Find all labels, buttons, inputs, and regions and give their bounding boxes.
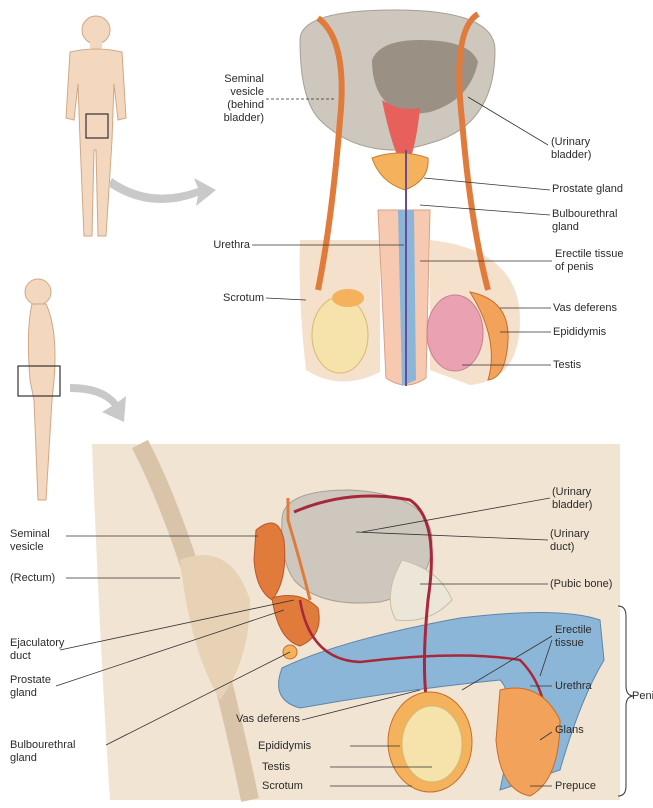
arrow-top (108, 178, 216, 206)
label-prostate-gland-side: Prostate gland (10, 674, 51, 700)
arrow-side (70, 384, 126, 422)
label-epididymis-top: Epididymis (553, 326, 606, 339)
label-urethra-top: Urethra (196, 239, 250, 252)
label-penis: Penis (632, 690, 653, 703)
label-glans: Glans (555, 724, 584, 737)
label-vas-deferens-side: Vas deferens (196, 713, 300, 726)
label-vas-deferens-top: Vas deferens (553, 302, 617, 315)
label-prostate-gland-top: Prostate gland (552, 183, 623, 196)
label-seminal-vesicle-top: Seminal vesicle (behind bladder) (196, 73, 264, 125)
label-urethra-side: Urethra (555, 680, 592, 693)
side-body-silhouette (18, 279, 60, 500)
label-testis-top: Testis (553, 359, 581, 372)
label-urinary-bladder-side: (Urinary bladder) (552, 486, 592, 512)
label-seminal-vesicle-side: Seminal vesicle (10, 528, 50, 554)
front-body-silhouette (66, 16, 126, 236)
label-prepuce: Prepuce (555, 780, 596, 793)
label-scrotum-top: Scrotum (196, 292, 264, 305)
label-epididymis-side: Epididymis (258, 740, 311, 753)
label-pubic-bone: (Pubic bone) (550, 578, 612, 591)
label-bulbourethral-gland-top: Bulbourethral gland (552, 208, 617, 234)
front-anatomy (300, 10, 520, 386)
label-urinary-duct: (Urinary duct) (550, 528, 589, 554)
label-ejaculatory-duct: Ejaculatory duct (10, 637, 64, 663)
label-scrotum-side: Scrotum (262, 780, 303, 793)
label-erectile-tissue-side: Erectile tissue (555, 624, 592, 650)
label-erectile-tissue-top: Erectile tissue of penis (555, 248, 623, 274)
label-urinary-bladder-top: (Urinary bladder) (551, 136, 591, 162)
label-testis-side: Testis (262, 761, 290, 774)
label-bulbourethral-gland-side: Bulbourethral gland (10, 739, 75, 765)
sagittal-anatomy (92, 444, 620, 800)
label-rectum: (Rectum) (10, 572, 55, 585)
